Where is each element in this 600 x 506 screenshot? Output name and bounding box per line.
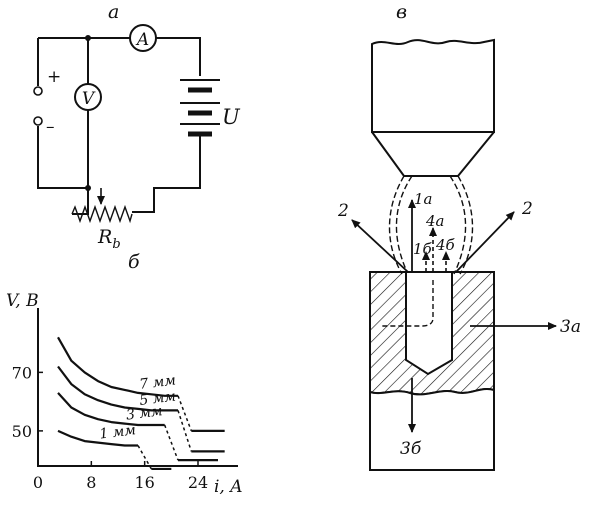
x-tick-label-0: 0: [33, 473, 43, 492]
flow-arrows: [351, 199, 557, 433]
chart-axes: [37, 308, 238, 467]
circuit: A V + – U Rb: [33, 24, 241, 252]
x-tick-label-24: 24: [188, 473, 208, 492]
series-line-1: [57, 392, 165, 427]
panel-label-b: б: [128, 251, 140, 273]
junction-dot: [85, 35, 91, 41]
series-line-3: [57, 336, 178, 397]
battery: [180, 79, 220, 137]
series-break-0: [137, 445, 152, 470]
source-label: U: [222, 105, 241, 129]
voltmeter: [74, 83, 102, 111]
series-break-2: [177, 410, 193, 452]
workpiece: [369, 271, 495, 471]
series-line-0: [57, 429, 138, 447]
label-1a: 1а: [414, 190, 433, 208]
resistor: [71, 204, 133, 224]
series-break-1: [163, 424, 179, 461]
terminal-plus: [33, 86, 43, 96]
wire-top: [38, 37, 201, 76]
voltmeter-label: V: [82, 89, 96, 109]
terminal-minus: [33, 116, 43, 126]
x-axis-label: i, A: [214, 477, 243, 497]
process-labels: 1а 1б 4а 4б 2 2 3а 3б: [337, 190, 581, 459]
resistor-label: Rb: [97, 226, 121, 252]
label-4a: 4а: [425, 212, 445, 230]
series-label-3: 7 мм: [139, 372, 177, 392]
label-2-right: 2: [521, 199, 533, 219]
series-line-2: [57, 365, 178, 412]
y-axis-label: V, В: [6, 291, 39, 311]
series-label-0: 1 мм: [99, 422, 137, 442]
series-break-3: [177, 395, 193, 432]
panel-label-v: в: [396, 1, 407, 23]
y-tick-label-70: 70: [12, 363, 32, 382]
x-tick-label-8: 8: [86, 473, 96, 492]
crater: [405, 271, 453, 376]
electrode: [371, 38, 495, 177]
label-3a: 3а: [560, 317, 581, 337]
arc-column: [388, 175, 474, 275]
x-tick-label-16: 16: [134, 473, 154, 492]
label-1b: 1б: [413, 240, 433, 258]
junction-dot: [85, 185, 91, 191]
plus-sign: +: [47, 67, 61, 87]
wire-right-bottom: [132, 136, 201, 213]
label-3b: 3б: [400, 439, 422, 459]
label-4b: 4б: [435, 236, 456, 254]
ammeter: [129, 24, 157, 52]
electrode-tip: [371, 131, 495, 177]
panel-label-a: а: [108, 1, 119, 23]
y-tick-label-50: 50: [12, 422, 32, 441]
minus-sign: –: [46, 117, 55, 137]
label-2-left: 2: [337, 201, 349, 221]
ammeter-label: A: [135, 30, 149, 50]
